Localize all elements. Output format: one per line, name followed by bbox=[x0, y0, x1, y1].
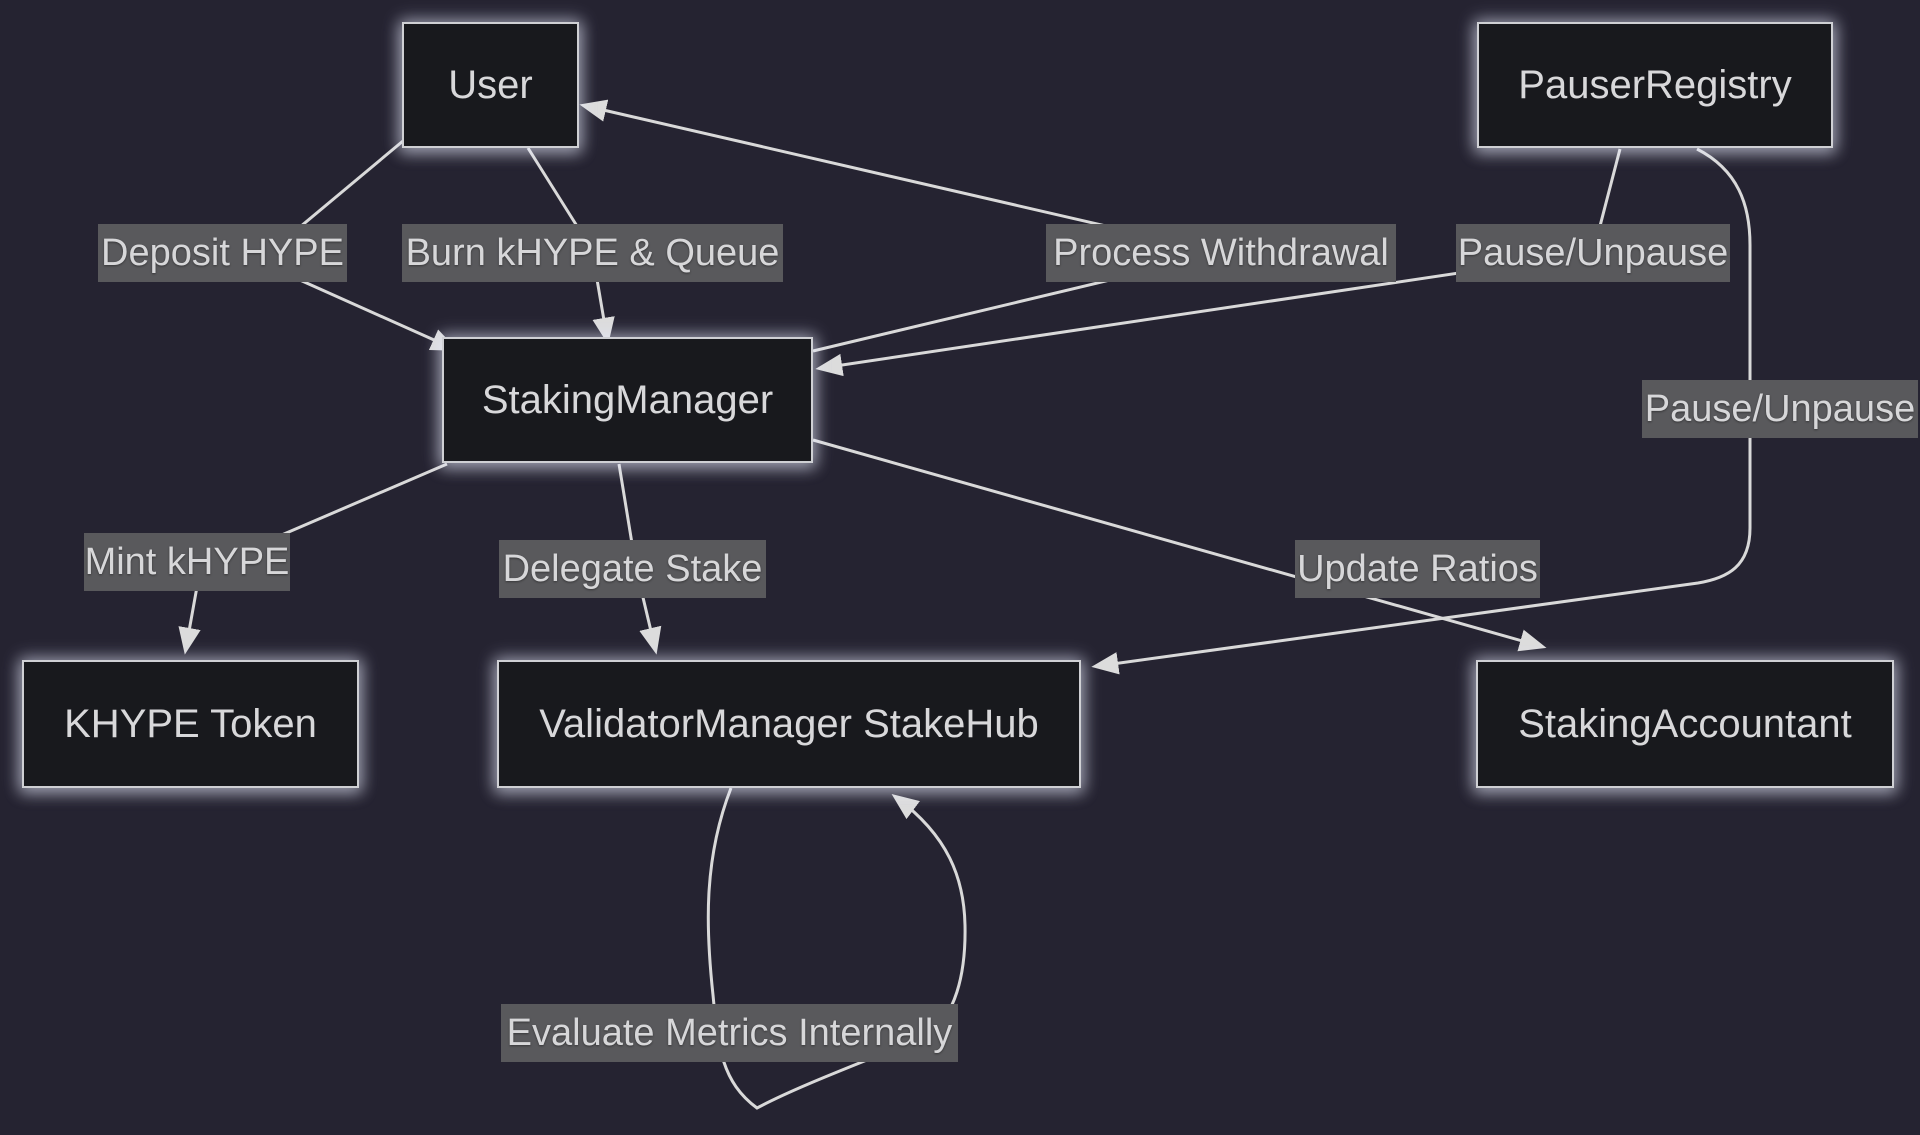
node-pauser-registry-label: PauserRegistry bbox=[1518, 62, 1792, 107]
node-staking-manager: StakingManager bbox=[442, 337, 813, 463]
node-validator-manager-stakehub: ValidatorManager StakeHub bbox=[497, 660, 1081, 788]
edge-label-mint-khype: Mint kHYPE bbox=[84, 533, 290, 591]
node-user-label: User bbox=[448, 62, 533, 107]
edge-update-ratios-line bbox=[812, 438, 1547, 652]
edge-label-pause-unpause-top: Pause/Unpause bbox=[1456, 224, 1730, 282]
node-validator-manager-stakehub-label: ValidatorManager StakeHub bbox=[539, 701, 1039, 746]
node-pauser-registry: PauserRegistry bbox=[1477, 22, 1833, 148]
node-staking-accountant-label: StakingAccountant bbox=[1518, 701, 1852, 746]
edge-label-deposit-hype: Deposit HYPE bbox=[98, 224, 347, 282]
edge-label-update-ratios: Update Ratios bbox=[1295, 540, 1540, 598]
edge-label-process-withdrawal: Process Withdrawal bbox=[1046, 224, 1396, 282]
node-khype-token: KHYPE Token bbox=[22, 660, 359, 788]
node-staking-manager-label: StakingManager bbox=[481, 377, 774, 422]
edge-pause-unpause-validator-line bbox=[1091, 147, 1752, 675]
edge-deposit-hype-line-b bbox=[281, 270, 459, 351]
edge-label-burn-khype-queue: Burn kHYPE & Queue bbox=[402, 224, 783, 282]
edge-label-delegate-stake: Delegate Stake bbox=[499, 540, 766, 598]
edge-label-pause-unpause-right: Pause/Unpause bbox=[1642, 380, 1918, 438]
node-khype-token-label: KHYPE Token bbox=[64, 701, 317, 746]
edge-label-evaluate-metrics-internally: Evaluate Metrics Internally bbox=[501, 1004, 958, 1062]
edge-evaluate-metrics-loop-line bbox=[706, 787, 967, 1110]
node-staking-accountant: StakingAccountant bbox=[1476, 660, 1894, 788]
node-user: User bbox=[402, 22, 579, 148]
